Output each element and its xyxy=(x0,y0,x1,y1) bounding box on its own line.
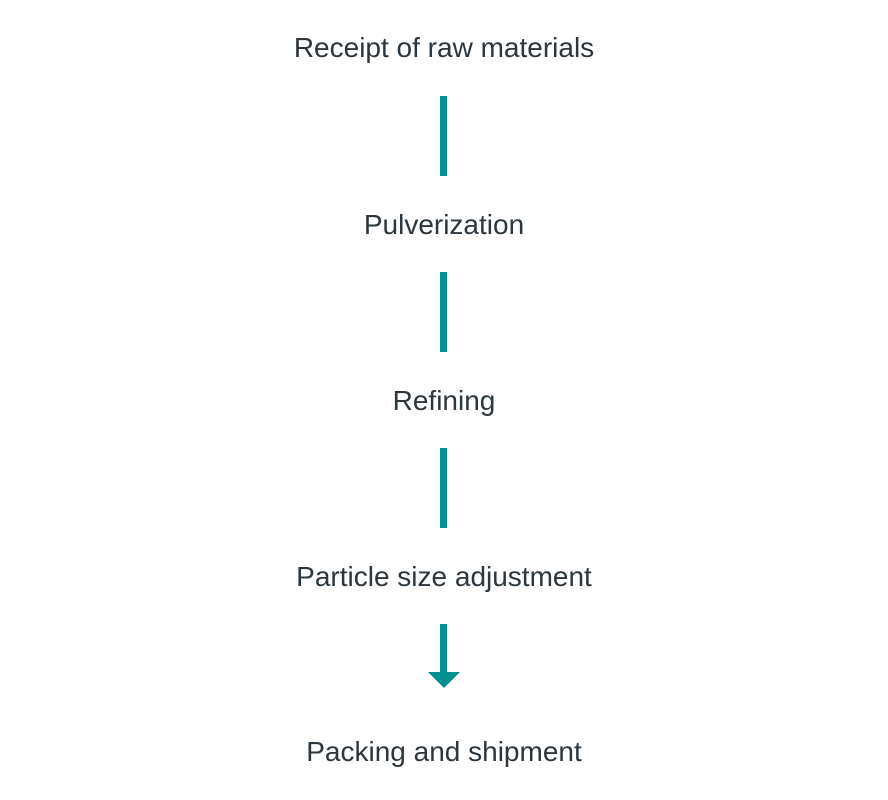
step-packing-and-shipment: Packing and shipment xyxy=(306,736,582,767)
step-receipt-of-raw-materials: Receipt of raw materials xyxy=(293,32,595,63)
step-particle-size-adjustment: Particle size adjustment xyxy=(296,561,592,592)
connector-line xyxy=(440,448,447,528)
arrow-down-icon xyxy=(428,624,460,688)
connector-line xyxy=(440,96,447,176)
step-refining: Refining xyxy=(392,385,496,416)
connector-line xyxy=(440,272,447,352)
step-pulverization: Pulverization xyxy=(363,209,525,240)
